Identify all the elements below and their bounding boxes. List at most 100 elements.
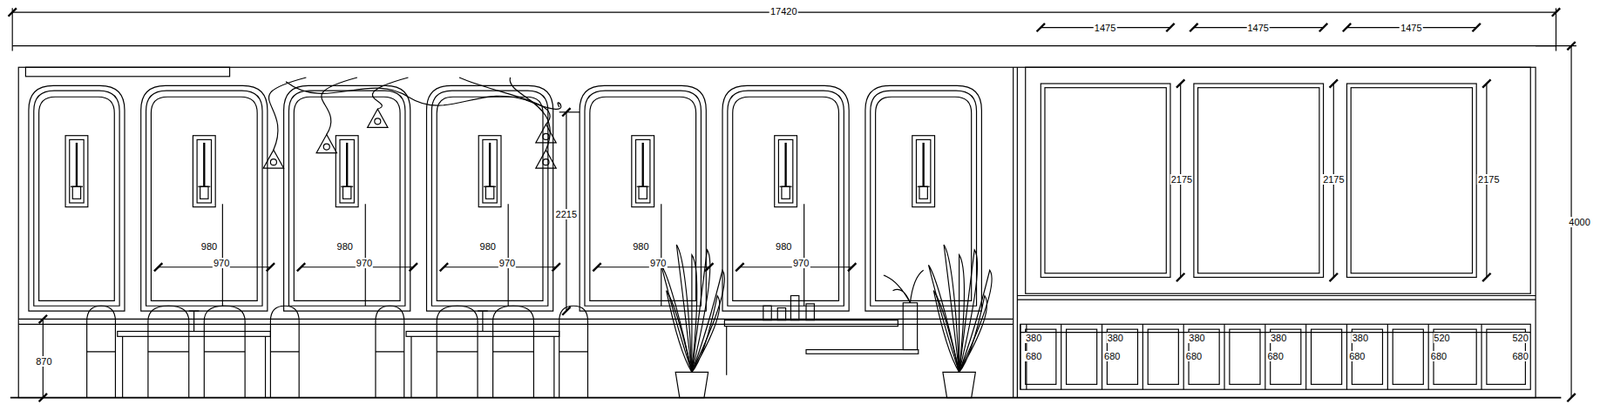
decor-bottle xyxy=(777,308,786,321)
chair-seat xyxy=(148,351,190,353)
pendant-bulb xyxy=(270,159,277,166)
cabinet-door-edge xyxy=(1142,324,1144,390)
dimension-label: 970 xyxy=(649,257,667,269)
sconce-cap xyxy=(917,186,930,188)
sconce-cap xyxy=(779,186,793,188)
arch-panel-inset xyxy=(39,96,116,301)
cabinet-door-panel xyxy=(1066,329,1098,385)
picture-frame xyxy=(1040,83,1171,278)
decor-bottle xyxy=(790,296,799,321)
cabinet-door-edge xyxy=(1101,324,1103,390)
picture-frame-inner xyxy=(1198,88,1320,274)
decor-bottle xyxy=(763,305,772,320)
sconce-lantern xyxy=(485,186,494,199)
pendant-wire xyxy=(509,77,550,150)
extension-line xyxy=(1535,45,1577,47)
wainscot-line xyxy=(18,318,1013,320)
wall-divider xyxy=(1016,67,1018,398)
arch-panel xyxy=(141,85,268,312)
dimension-label: 2175 xyxy=(1477,174,1500,185)
dimension-label: 4000 xyxy=(1567,216,1591,228)
sconce-stem xyxy=(488,142,491,187)
console-table xyxy=(724,320,898,327)
wall-niche xyxy=(335,135,359,208)
dimension-tick xyxy=(39,315,48,324)
arch-panel-inset xyxy=(727,90,844,306)
pendant-wire xyxy=(459,77,550,125)
dining-chair xyxy=(87,305,116,398)
plant-leaf xyxy=(691,250,711,373)
dimension-label: 1475 xyxy=(1399,22,1423,34)
dimension-label: 680 xyxy=(1185,351,1203,362)
line-work xyxy=(8,7,1577,402)
dining-chair xyxy=(436,305,478,398)
picture-frame-inner xyxy=(1044,88,1167,274)
plant-leaf xyxy=(933,291,959,373)
cabinet-door-edge xyxy=(1428,324,1430,390)
dimension-label: 980 xyxy=(336,241,354,252)
wall-niche xyxy=(631,135,655,208)
arch-panel-inset xyxy=(436,96,543,301)
dimension-tick xyxy=(735,263,744,272)
wainscot-line xyxy=(18,324,1013,326)
table-leg xyxy=(553,336,555,398)
wall-niche xyxy=(65,135,89,208)
dimension-line xyxy=(222,203,224,306)
pendant-bulb xyxy=(323,143,330,150)
dimension-tick xyxy=(154,263,163,272)
dimension-tick xyxy=(409,263,418,272)
cabinet-door-edge xyxy=(1183,324,1185,390)
vase xyxy=(902,303,917,351)
dimension-tick xyxy=(1329,273,1338,282)
cabinet-door-edge xyxy=(1223,324,1225,390)
arch-panel-inset xyxy=(293,96,400,301)
decor-bottle xyxy=(806,304,814,321)
dimension-tick xyxy=(1037,23,1045,32)
wall-niche xyxy=(192,135,216,208)
picture-frame xyxy=(1193,83,1324,278)
dimension-label: 970 xyxy=(498,257,516,269)
dimension-label: 680 xyxy=(1430,351,1448,362)
dining-chair xyxy=(270,305,299,398)
dimension-label: 380 xyxy=(1351,332,1370,344)
cabinet-door-edge xyxy=(1346,324,1348,390)
dining-chair xyxy=(375,305,405,398)
dimension-label: 1475 xyxy=(1093,22,1117,34)
base-cabinet xyxy=(1020,324,1531,390)
dimension-line xyxy=(365,203,367,306)
wall-niche xyxy=(912,135,936,208)
plant-leaf xyxy=(661,264,692,373)
dining-chair xyxy=(203,305,245,398)
table-vase xyxy=(189,311,200,332)
dimension-tick xyxy=(1176,273,1185,282)
dimension-tick xyxy=(1566,393,1575,402)
picture-frame xyxy=(1347,83,1478,278)
dimension-label: 680 xyxy=(1511,351,1529,362)
arch-panel-inset xyxy=(288,90,405,306)
arch-panel-inset xyxy=(150,96,258,301)
dimension-label: 520 xyxy=(1432,332,1451,344)
sconce-lantern xyxy=(638,186,647,199)
dimension-label: 970 xyxy=(792,257,810,269)
arch-panel xyxy=(427,85,554,312)
wall-niche xyxy=(478,135,502,208)
table-leg xyxy=(264,336,266,398)
pendant-lamp xyxy=(367,108,388,128)
plant-pot xyxy=(942,372,976,398)
pendant-bulb xyxy=(542,159,550,166)
dimension-tick xyxy=(1189,23,1198,32)
dining-chair xyxy=(493,305,535,398)
plant-leaf xyxy=(666,291,692,373)
dimension-label: 380 xyxy=(1187,332,1206,344)
cabinet-door-edge xyxy=(1387,324,1389,390)
wall-niche-inner xyxy=(778,139,793,204)
sconce-cap xyxy=(637,186,650,188)
sconce-lantern xyxy=(781,186,790,199)
chair-seat xyxy=(270,351,299,353)
dimension-tick xyxy=(1319,23,1328,32)
dimension-tick xyxy=(1342,23,1351,32)
sconce-cap xyxy=(70,186,83,188)
dimension-tick xyxy=(1329,79,1338,88)
cabinet-door-edge xyxy=(1264,324,1266,390)
